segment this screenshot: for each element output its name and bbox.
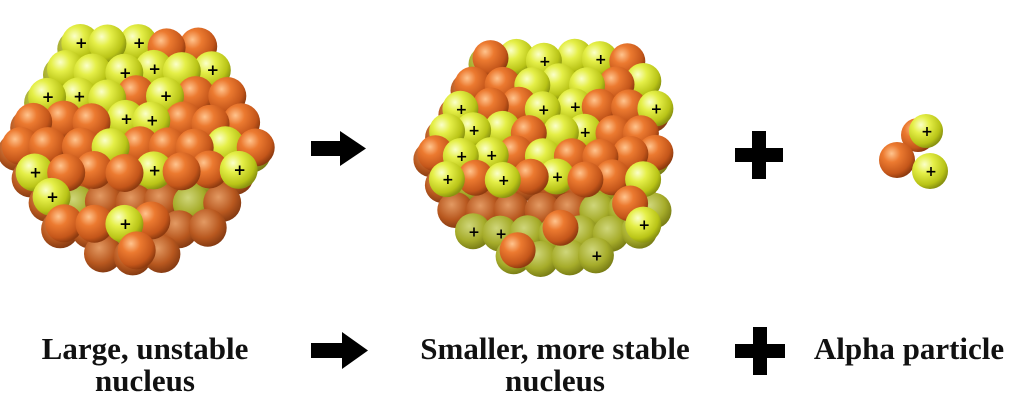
proton-charge-symbol: + bbox=[146, 112, 159, 130]
proton-charge-symbol: + bbox=[595, 52, 607, 68]
neutron bbox=[567, 162, 603, 198]
arrow-right-icon bbox=[311, 332, 368, 369]
proton-charge-symbol: + bbox=[651, 102, 663, 118]
proton-charge-symbol: + bbox=[468, 123, 480, 139]
neutron bbox=[543, 210, 579, 246]
proton-charge-symbol: + bbox=[442, 172, 454, 188]
large-nucleus-label-line1: Large, unstable bbox=[0, 333, 290, 365]
plus-icon bbox=[735, 131, 783, 179]
proton-charge-symbol: + bbox=[638, 218, 650, 234]
neutron bbox=[500, 232, 536, 268]
neutron bbox=[118, 231, 156, 269]
proton-charge-symbol: + bbox=[73, 87, 86, 105]
proton-charge-symbol: + bbox=[468, 224, 480, 240]
smaller-nucleus-label: Smaller, more stable nucleus bbox=[395, 333, 715, 397]
neutron bbox=[879, 142, 915, 178]
proton-charge-symbol: + bbox=[486, 148, 498, 164]
smaller-stable-nucleus: +++++++++++++++++++++++++++ bbox=[413, 39, 673, 277]
proton-charge-symbol: + bbox=[579, 125, 591, 141]
neutron bbox=[189, 209, 227, 247]
large-nucleus-label-line2: nucleus bbox=[0, 365, 290, 397]
large-unstable-nucleus: +++++++++++++++++++++++ bbox=[0, 24, 275, 275]
large-nucleus-label: Large, unstable nucleus bbox=[0, 333, 290, 397]
proton-charge-symbol: + bbox=[120, 110, 133, 128]
proton-charge-symbol: + bbox=[29, 164, 42, 182]
proton-charge-symbol: + bbox=[207, 61, 220, 79]
proton-charge-symbol: + bbox=[42, 88, 55, 106]
proton-charge-symbol: + bbox=[921, 124, 933, 140]
smaller-nucleus-label-line1: Smaller, more stable bbox=[395, 333, 715, 365]
proton-charge-symbol: + bbox=[498, 173, 510, 189]
neutron bbox=[106, 154, 144, 192]
alpha-particle-label: Alpha particle bbox=[800, 333, 1018, 365]
smaller-nucleus-label-line2: nucleus bbox=[395, 365, 715, 397]
proton-charge-symbol: + bbox=[160, 87, 173, 105]
proton-charge-symbol: + bbox=[133, 34, 146, 52]
proton-charge-symbol: + bbox=[148, 161, 161, 179]
neutron bbox=[163, 152, 201, 190]
proton-charge-symbol: + bbox=[552, 170, 564, 186]
proton-charge-symbol: + bbox=[75, 34, 88, 52]
proton-charge-symbol: + bbox=[46, 188, 59, 206]
proton-charge-symbol: + bbox=[570, 99, 582, 115]
plus-icon bbox=[735, 327, 785, 375]
alpha-particle-cluster: ++ bbox=[879, 114, 948, 189]
proton-charge-symbol: + bbox=[591, 248, 603, 264]
proton-charge-symbol: + bbox=[119, 215, 132, 233]
proton-charge-symbol: + bbox=[148, 60, 161, 78]
proton-charge-symbol: + bbox=[925, 164, 937, 180]
proton-charge-symbol: + bbox=[233, 161, 246, 179]
proton-charge-symbol: + bbox=[538, 102, 550, 118]
arrow-right-icon bbox=[311, 131, 366, 166]
